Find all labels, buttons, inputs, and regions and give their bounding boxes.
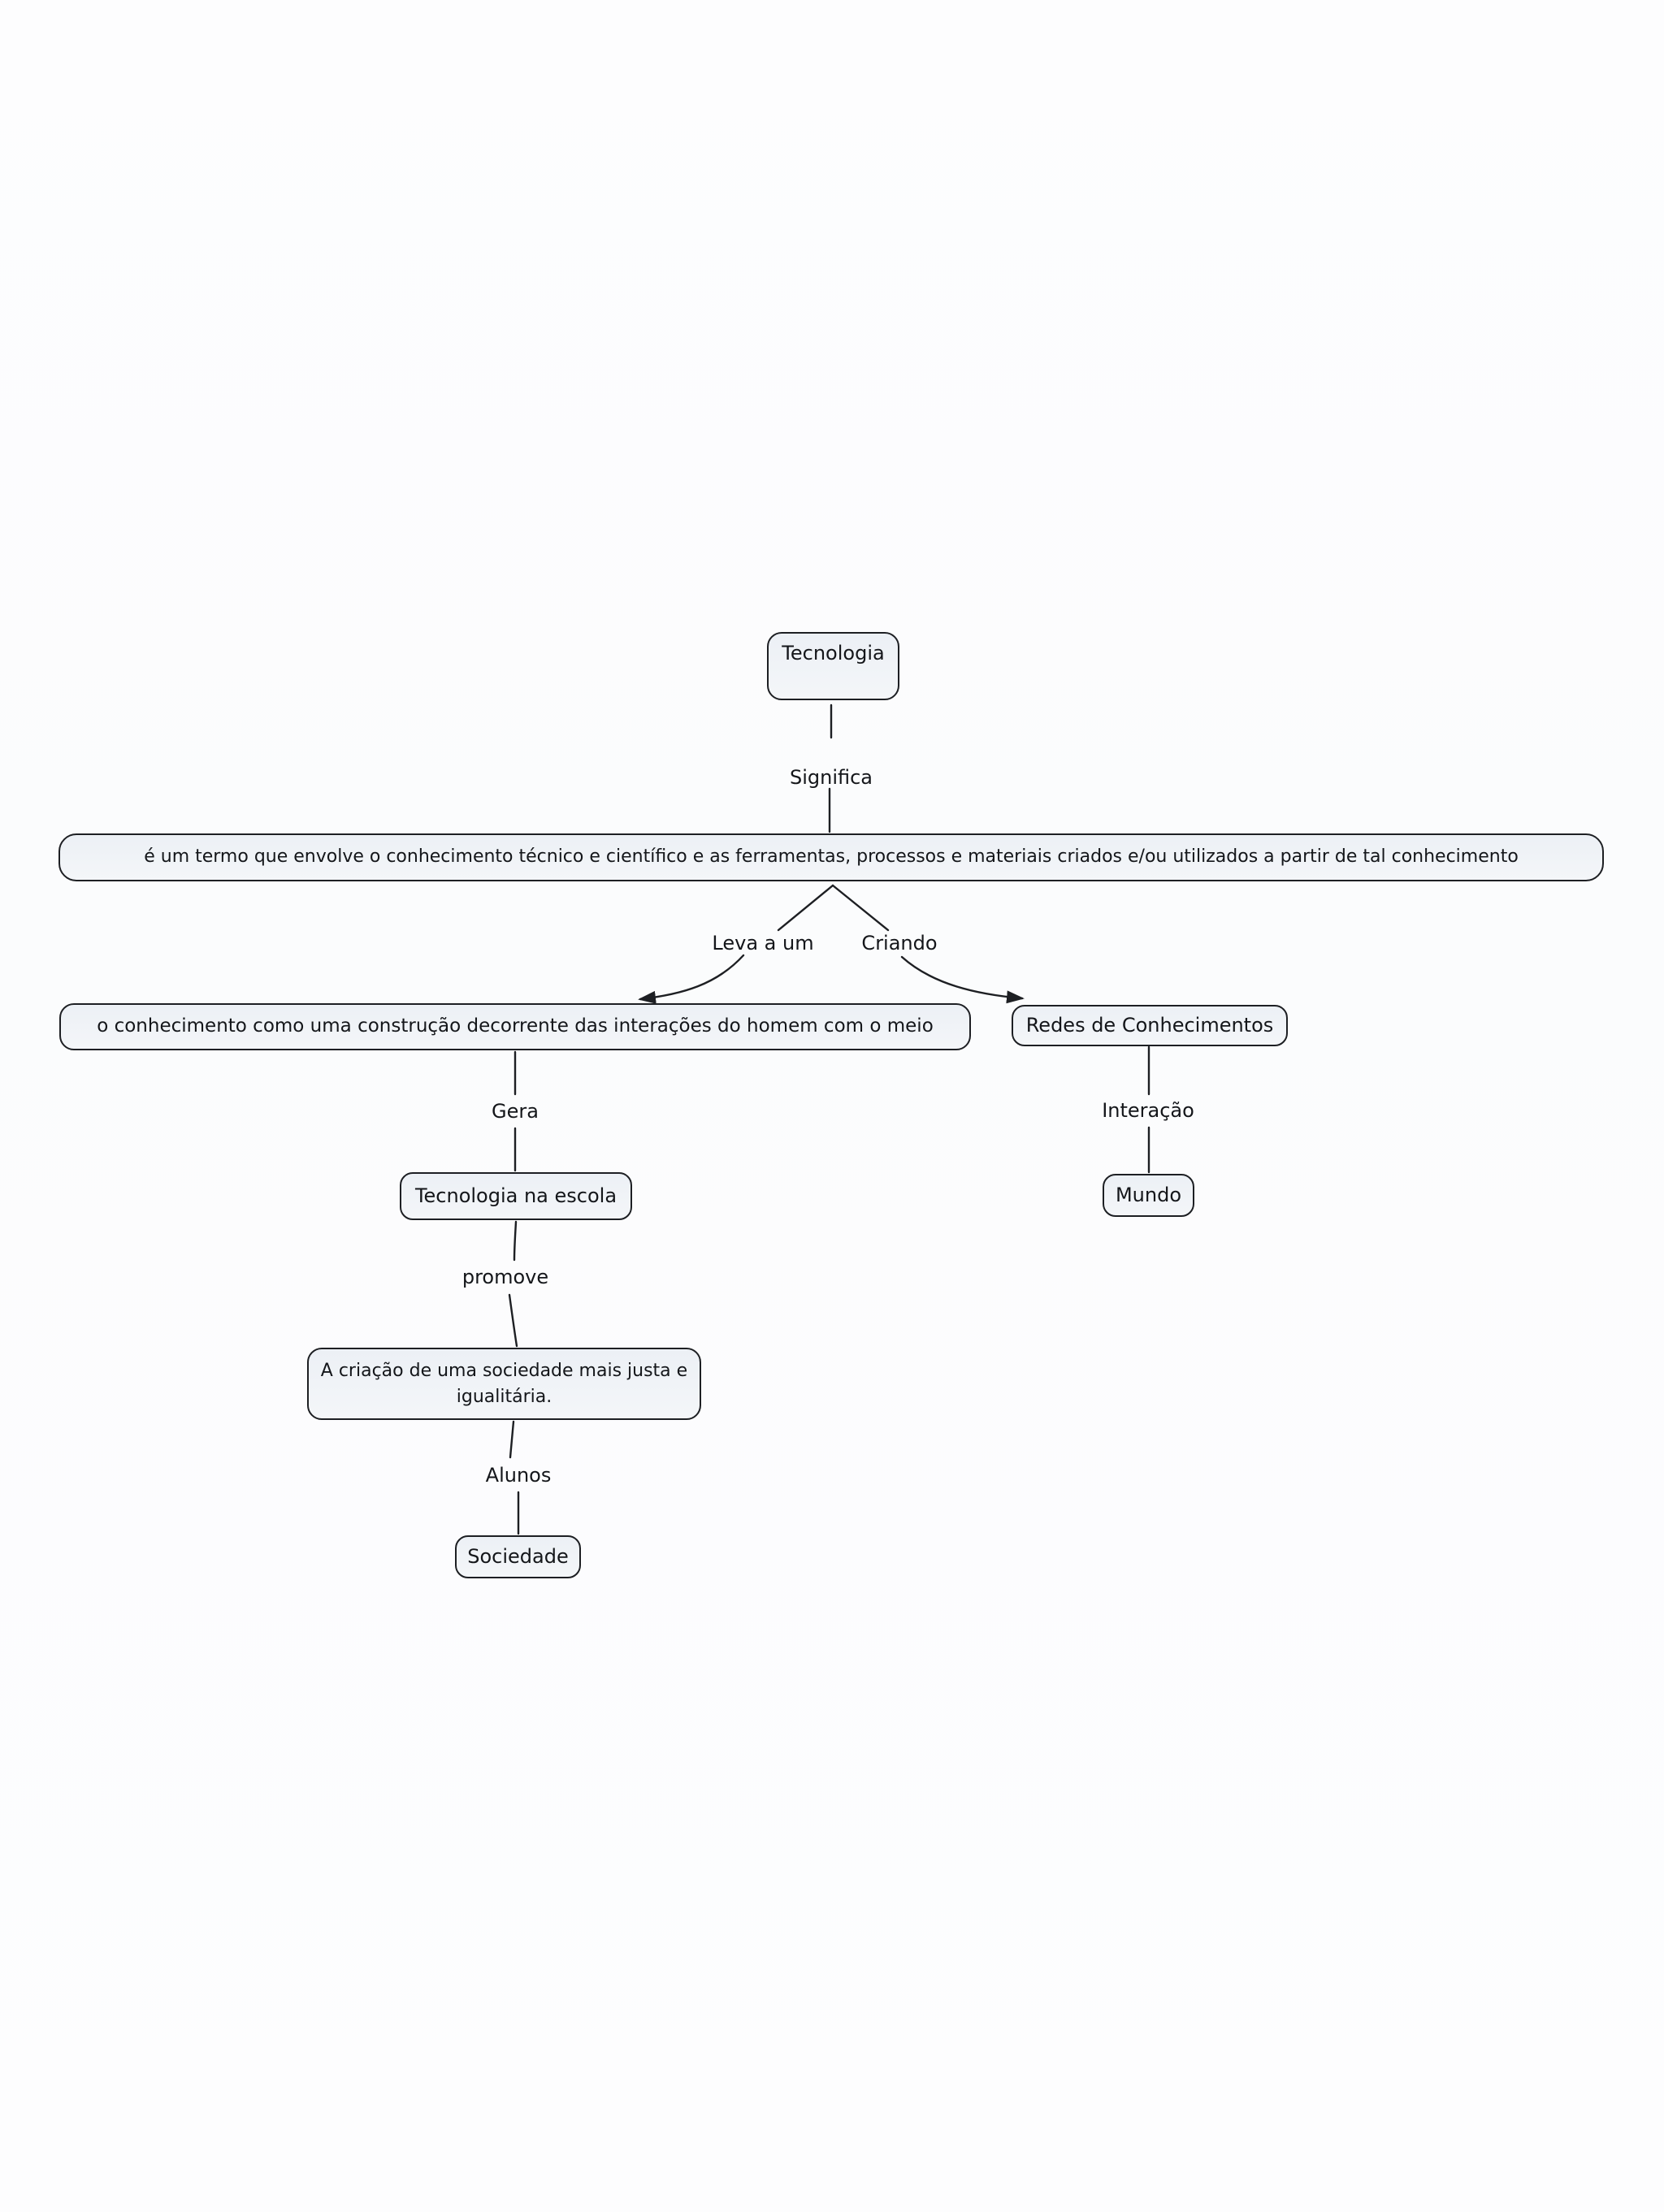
connector-tecnologiaescola-promove — [513, 1220, 518, 1262]
link-label-gera[interactable]: Gera — [492, 1100, 539, 1123]
node-mundo-label: Mundo — [1115, 1183, 1182, 1206]
node-sociedade[interactable]: Sociedade — [455, 1535, 581, 1578]
node-mundo[interactable]: Mundo — [1103, 1174, 1194, 1217]
link-label-alunos[interactable]: Alunos — [485, 1464, 552, 1487]
node-conhecimento-label: o conhecimento como uma construção decor… — [97, 1015, 934, 1037]
node-sociedade-label: Sociedade — [467, 1544, 569, 1568]
node-tecnologia-na-escola[interactable]: Tecnologia na escola — [400, 1172, 632, 1220]
node-definicao-label: é um termo que envolve o conhecimento té… — [144, 846, 1519, 868]
node-tecnologia-label: Tecnologia — [782, 642, 885, 664]
node-criacao-sociedade-line2: igualitária. — [456, 1386, 552, 1407]
link-label-interacao[interactable]: Interação — [1102, 1099, 1194, 1122]
node-tecnologia-na-escola-label: Tecnologia na escola — [414, 1184, 618, 1207]
link-label-criando[interactable]: Criando — [861, 932, 938, 954]
node-criacao-sociedade[interactable]: A criação de uma sociedade mais justa e … — [307, 1348, 701, 1420]
link-label-significa[interactable]: Significa — [789, 766, 873, 789]
node-conhecimento[interactable]: o conhecimento como uma construção decor… — [59, 1003, 971, 1050]
node-redes-de-conhecimentos[interactable]: Redes de Conhecimentos — [1012, 1005, 1288, 1046]
link-label-promove[interactable]: promove — [462, 1266, 549, 1288]
node-definicao[interactable]: é um termo que envolve o conhecimento té… — [58, 833, 1604, 881]
node-tecnologia[interactable]: Tecnologia — [767, 632, 899, 700]
connector-criacao-alunos — [509, 1420, 515, 1459]
node-criacao-sociedade-line1: A criação de uma sociedade mais justa e — [320, 1361, 688, 1382]
connector-promove-criacao — [508, 1293, 518, 1348]
connector-definicao-levaaum — [777, 884, 834, 932]
connector-definicao-criando — [831, 884, 890, 932]
link-label-leva-a-um[interactable]: Leva a um — [712, 932, 814, 954]
connector-levaaum-conhecimento-arrow — [638, 954, 745, 1004]
node-redes-label: Redes de Conhecimentos — [1025, 1013, 1274, 1037]
connector-criando-redes-arrow — [900, 955, 1025, 1004]
